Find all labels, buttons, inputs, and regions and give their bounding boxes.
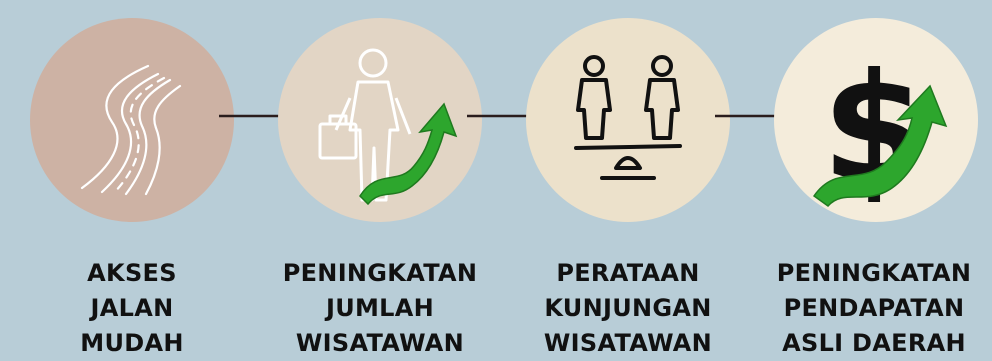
step-1-label: AKSES JALAN MUDAH	[17, 256, 247, 361]
step-2-line-1: PENINGKATAN	[282, 259, 478, 287]
step-2-line-3: WISATAWAN	[295, 329, 465, 357]
balance-people-icon	[574, 55, 682, 180]
step-1-circle	[30, 18, 234, 222]
step-4-label: PENINGKATAN PENDAPATAN ASLI DAERAH	[759, 256, 989, 361]
step-3-line-3: WISATAWAN	[543, 329, 713, 357]
traveler-with-growth-arrow-icon	[318, 48, 458, 206]
step-2-line-2: JUMLAH	[325, 294, 435, 322]
step-1-line-2: JALAN	[90, 294, 174, 322]
step-2-circle	[278, 18, 482, 222]
step-3-line-1: PERATAAN	[556, 259, 700, 287]
step-3-label: PERATAAN KUNJUNGAN WISATAWAN	[513, 256, 743, 361]
step-1-line-1: AKSES	[87, 259, 177, 287]
step-4-circle: $	[774, 18, 978, 222]
step-3-line-2: KUNJUNGAN	[544, 294, 712, 322]
step-1-line-3: MUDAH	[80, 329, 184, 357]
step-4-line-2: PENDAPATAN	[783, 294, 965, 322]
step-4-line-3: ASLI DAERAH	[782, 329, 966, 357]
step-2-label: PENINGKATAN JUMLAH WISATAWAN	[265, 256, 495, 361]
road-icon	[80, 64, 182, 196]
dollar-growth-icon: $	[812, 42, 948, 216]
step-4-line-1: PENINGKATAN	[776, 259, 972, 287]
step-3-circle	[526, 18, 730, 222]
